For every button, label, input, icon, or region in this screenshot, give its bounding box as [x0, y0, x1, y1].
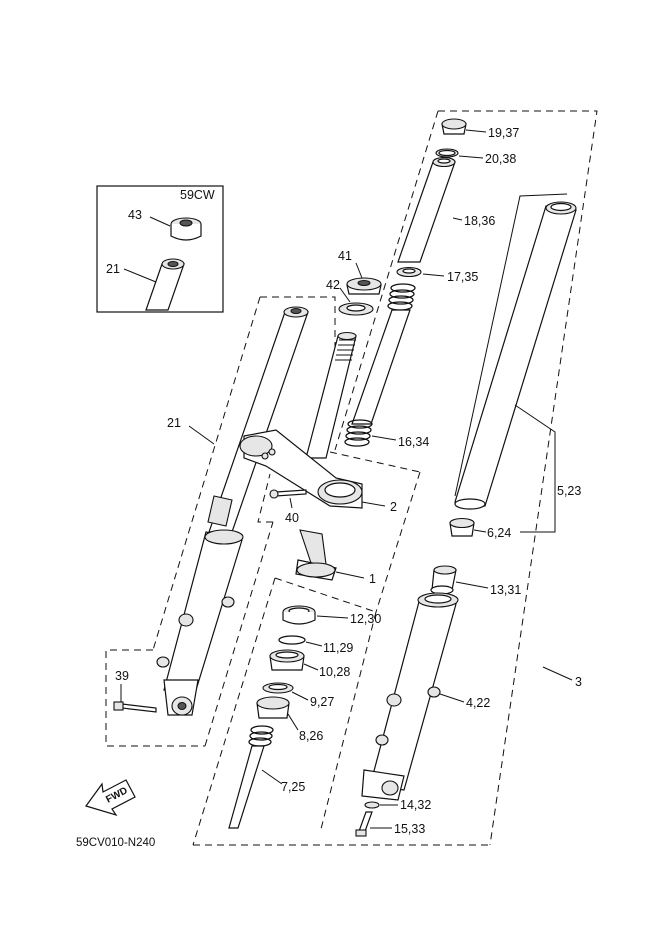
- inset-label-21: 21: [106, 262, 120, 276]
- label-9-27: 9,27: [310, 695, 334, 709]
- inset-label-43: 43: [128, 208, 142, 222]
- dust-boot: [295, 529, 365, 581]
- label-42: 42: [326, 278, 340, 292]
- damper-group-outline: [192, 577, 488, 846]
- label-17-35: 17,35: [447, 270, 478, 284]
- damper-components: [228, 605, 349, 829]
- label-8-26: 8,26: [299, 729, 323, 743]
- label-10-28: 10,28: [319, 665, 350, 679]
- label-41: 41: [338, 249, 352, 263]
- label-5-23: 5,23: [557, 484, 581, 498]
- inset-title: 59CW: [180, 188, 215, 202]
- label-11-29: 11,29: [323, 641, 353, 655]
- label-16-34: 16,34: [398, 435, 429, 449]
- callout-labels: 19,37 20,38 18,36 17,35 41 42 16,34 21 2…: [76, 126, 582, 849]
- bushings: [430, 517, 489, 595]
- right-fork-group-outline: [334, 110, 598, 846]
- right-outer-tube: [355, 592, 465, 837]
- left-fork-assembly: [113, 306, 309, 716]
- label-15-33: 15,33: [394, 822, 425, 836]
- label-12-30: 12,30: [350, 612, 381, 626]
- label-40: 40: [285, 511, 299, 525]
- label-2: 2: [390, 500, 397, 514]
- label-13-31: 13,31: [490, 583, 521, 597]
- label-21-leader: [188, 425, 215, 445]
- label-14-32: 14,32: [400, 798, 431, 812]
- label-7-25: 7,25: [281, 780, 305, 794]
- right-inner-tube: [454, 193, 577, 533]
- steering-stem-bracket: [239, 331, 386, 509]
- label-19-37: 19,37: [488, 126, 519, 140]
- label-6-24: 6,24: [487, 526, 511, 540]
- stem-nut-and-washer: [338, 262, 382, 316]
- label-4-22: 4,22: [466, 696, 490, 710]
- label-20-38: 20,38: [485, 152, 516, 166]
- fwd-arrow-icon: FWD: [85, 779, 136, 817]
- label-21: 21: [167, 416, 181, 430]
- label-3: 3: [575, 675, 582, 689]
- inset-box-59cw: 59CW 43 21: [96, 185, 224, 313]
- fork-spring-stack: [344, 118, 487, 447]
- label-3-leader: [542, 666, 573, 681]
- diagram-code: 59CV010-N240: [76, 837, 155, 849]
- label-1: 1: [369, 572, 376, 586]
- label-18-36: 18,36: [464, 214, 495, 228]
- left-fork-group-outline: [105, 296, 421, 747]
- label-39: 39: [115, 669, 129, 683]
